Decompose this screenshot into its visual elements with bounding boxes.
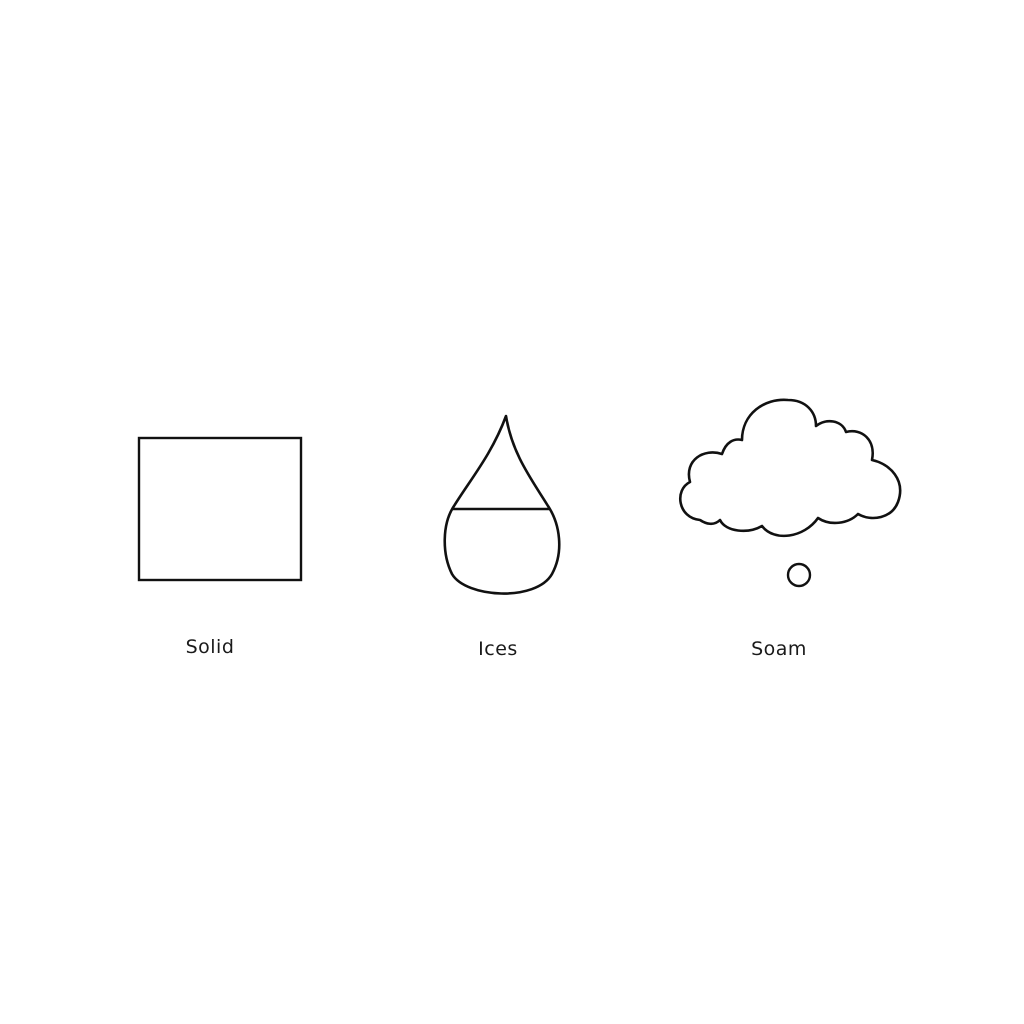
cloud-icon — [676, 398, 904, 550]
solid-label: Solid — [185, 636, 235, 658]
soam-label: Soam — [751, 638, 807, 660]
square-icon — [137, 436, 303, 582]
ices-label: Ices — [478, 638, 518, 660]
droplet-icon — [440, 414, 564, 602]
small-circle-icon — [786, 562, 812, 588]
